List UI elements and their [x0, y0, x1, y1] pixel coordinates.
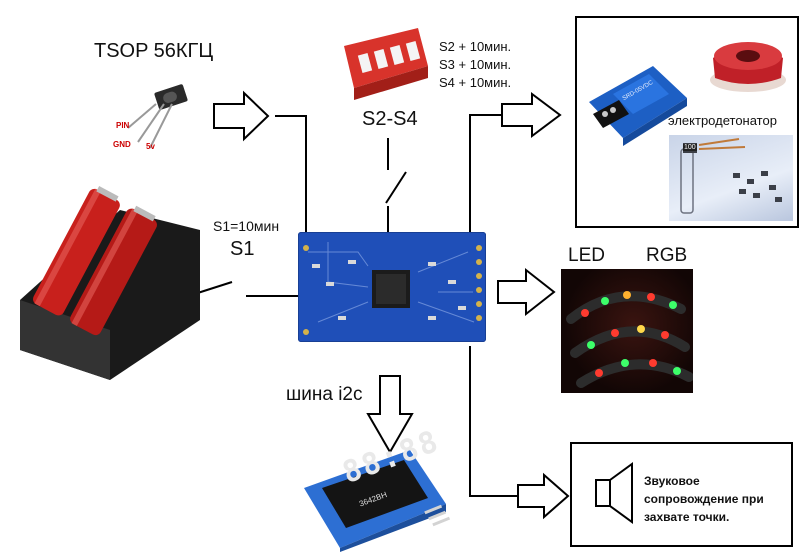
sound-text-line3: захвате точки. [644, 510, 730, 524]
dip-switch-image [338, 26, 430, 100]
s1-label: S1 [230, 238, 255, 260]
relay-wire [469, 114, 502, 232]
s3-label: S3 + 10мин. [439, 57, 512, 72]
s2s4-label: S2-S4 [362, 108, 418, 130]
tsop-pin-label: PIN [116, 121, 130, 130]
s2s4-switch-lever [385, 171, 407, 204]
controller-board-image [298, 232, 486, 342]
sound-arrow [517, 472, 570, 520]
tsop-label: TSOP 56КГЦ [94, 40, 214, 62]
relay-arrow [501, 92, 562, 138]
display-module-image [300, 448, 451, 552]
sound-text-line2: сопровождение при [644, 492, 764, 506]
resistor-label: 100 [683, 144, 697, 151]
relay-module-image [583, 52, 693, 152]
s2-label: S2 + 10мин. [439, 39, 512, 54]
buzzer-image [705, 24, 791, 96]
sound-box: Звуковое сопровождение при захвате точки… [570, 442, 793, 547]
detonator-label: электродетонатор [668, 113, 777, 128]
s4-label: S4 + 10мин. [439, 75, 512, 90]
tsop-5v-label: 5v [146, 142, 155, 151]
rgb-label: RGB [646, 245, 688, 266]
sound-wire [469, 346, 518, 497]
i2c-arrow [366, 375, 414, 454]
tsop-gnd-label: GND [113, 140, 131, 149]
speaker-icon [592, 460, 636, 526]
led-label: LED [568, 245, 605, 266]
led-arrow [497, 267, 556, 317]
tsop-wire [275, 115, 307, 236]
s1-switch-lever [181, 281, 233, 299]
tsop-arrow [213, 90, 270, 142]
led-strip-image [561, 269, 694, 393]
i2c-label: шина i2c [286, 384, 363, 405]
sound-text-line1: Звуковое [644, 474, 700, 488]
s1-value-label: S1=10мин [213, 218, 280, 234]
detonator-box: SRD-05VDC электродетонатор 100 [575, 16, 799, 228]
